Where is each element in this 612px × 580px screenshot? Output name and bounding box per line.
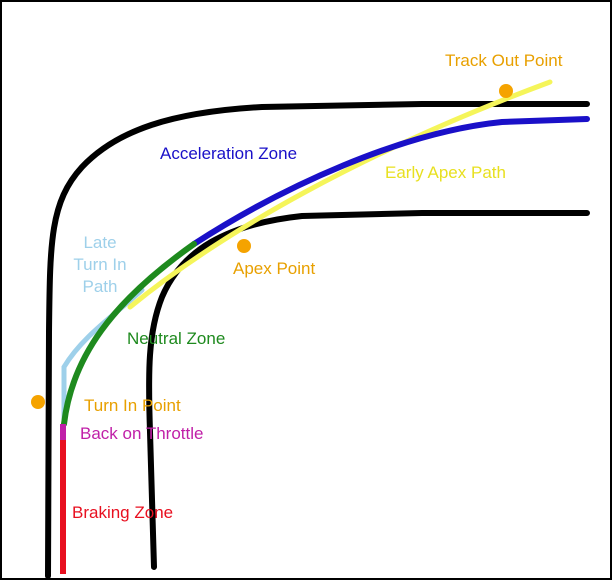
track-out-point-label: Track Out Point (445, 51, 563, 70)
acceleration-zone-line (191, 116, 590, 247)
late-label-line-1: Late (83, 233, 117, 252)
late-turn-in-path-label: Late Turn In Path (65, 232, 135, 298)
apex-point-marker (237, 239, 251, 253)
late-label-line-2: Turn In (73, 255, 127, 274)
acceleration-zone-label: Acceleration Zone (160, 144, 298, 163)
outer-track-edge (45, 101, 590, 578)
turn-in-point-marker (31, 395, 45, 409)
back-on-throttle-label: Back on Throttle (80, 424, 204, 443)
turn-in-point-label: Turn In Point (84, 396, 181, 415)
neutral-zone-line (61, 241, 197, 427)
braking-zone-label: Braking Zone (72, 503, 174, 522)
early-apex-path-line (127, 79, 553, 310)
apex-point-label: Apex Point (233, 259, 316, 278)
neutral-zone-label: Neutral Zone (127, 329, 226, 348)
track-out-point-marker (499, 84, 513, 98)
late-label-line-3: Path (82, 277, 118, 296)
early-apex-path-label: Early Apex Path (385, 163, 506, 182)
inner-track-edge (146, 210, 590, 570)
